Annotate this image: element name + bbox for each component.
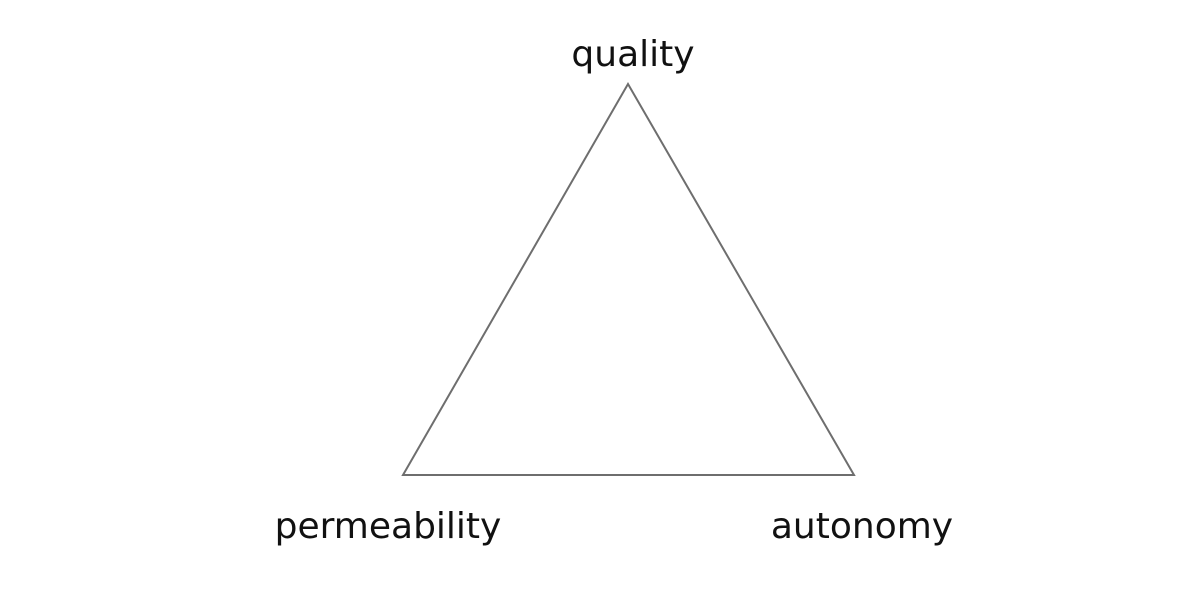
vertex-label-top: quality — [571, 34, 694, 75]
vertex-label-bottom-left: permeability — [275, 506, 502, 547]
vertex-label-bottom-right: autonomy — [771, 506, 953, 547]
triangle-shape — [401, 81, 856, 476]
